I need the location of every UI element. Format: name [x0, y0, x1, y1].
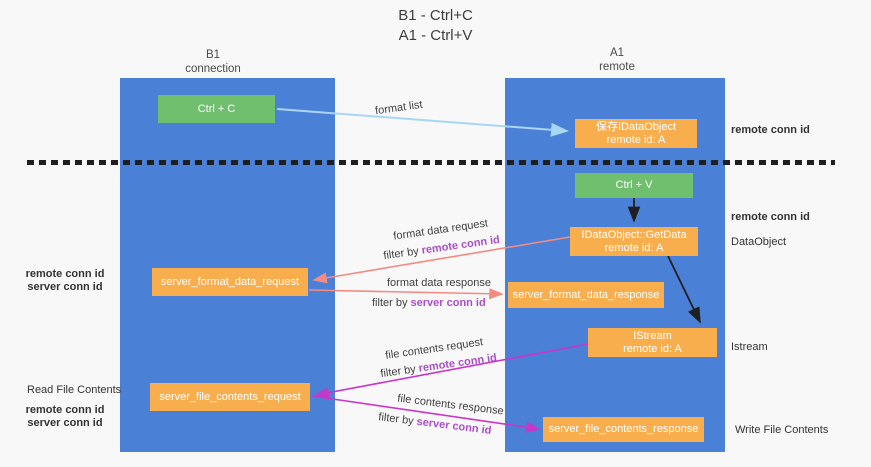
node-server-file-contents-response: server_file_contents_response [543, 417, 704, 442]
lifeline-b1-name: B1 [205, 49, 221, 61]
edge-label-format-list: format list [374, 99, 423, 118]
node-istream-line1: IStream [633, 329, 672, 342]
filter-by-text: filter by [382, 244, 423, 263]
format-data-response-text: format data response [387, 277, 491, 289]
filter-by-text: filter by [377, 411, 418, 428]
title-line-1: B1 - Ctrl+C [398, 7, 473, 24]
annotation-left-server-conn-id-2: server conn id [27, 417, 103, 429]
annotation-left-remote-conn-id-1: remote conn id [25, 268, 105, 280]
file-contents-response-text: file contents response [396, 392, 505, 418]
annotation-dataobject: DataObject [731, 236, 787, 248]
format-list-text: format list [374, 98, 424, 118]
annotation-conn-ids-left-bottom: remote conn id server conn id [14, 404, 116, 430]
edge-label-format-data-response: format data response [387, 277, 491, 289]
annotation-remote-conn-id-top: remote conn id [731, 124, 810, 136]
annotation-left-remote-conn-id-2: remote conn id [25, 404, 105, 416]
node-ctrl-v-label: Ctrl + V [615, 179, 653, 191]
arrow-format-data-response [308, 288, 504, 300]
annotation-left-server-conn-id-1: server conn id [27, 281, 103, 293]
node-format-response-label: server_format_data_response [512, 288, 660, 301]
node-save-idataobject: 保存IDataObject remote id: A [575, 119, 697, 148]
server-conn-id-text: server conn id [410, 297, 486, 309]
node-istream: IStream remote id: A [588, 328, 717, 357]
annotation-remote-conn-id-mid: remote conn id [731, 211, 810, 223]
node-save-idataobject-line1: 保存IDataObject [595, 120, 677, 133]
node-file-response-label: server_file_contents_response [548, 423, 699, 435]
node-server-file-contents-request: server_file_contents_request [150, 383, 310, 411]
node-getdata-line1: IDataObject::GetData [581, 228, 687, 241]
lifeline-header-b1: B1 connection [163, 48, 263, 76]
filter-by-text: filter by [379, 362, 420, 381]
node-file-request-label: server_file_contents_request [159, 390, 301, 403]
lifeline-header-a1: A1 remote [567, 46, 667, 74]
lifeline-a1-role: remote [599, 61, 635, 73]
edge-label-filter-server-1: filter by server conn id [372, 297, 486, 309]
node-idataobject-getdata: IDataObject::GetData remote id: A [570, 227, 698, 256]
node-ctrl-v: Ctrl + V [575, 173, 693, 198]
node-ctrl-c-label: Ctrl + C [197, 102, 236, 115]
annotation-istream: Istream [731, 341, 768, 353]
node-save-idataobject-line2: remote id: A [606, 133, 666, 146]
node-server-format-data-request: server_format_data_request [152, 268, 308, 296]
edge-label-file-contents-response: file contents response [397, 393, 505, 418]
node-ctrl-c: Ctrl + C [158, 95, 275, 123]
annotation-read-file-contents: Read File Contents [27, 384, 122, 396]
lifeline-a1-name: A1 [609, 47, 625, 59]
lifeline-b1-role: connection [185, 63, 241, 75]
node-format-request-label: server_format_data_request [160, 275, 300, 288]
server-conn-id-text: server conn id [415, 415, 493, 437]
annotation-write-file-contents: Write File Contents [735, 424, 829, 436]
edge-label-filter-server-2: filter by server conn id [378, 411, 492, 437]
title-line-2: A1 - Ctrl+V [398, 27, 473, 44]
diagram-title: B1 - Ctrl+C A1 - Ctrl+V [0, 6, 871, 46]
node-istream-line2: remote id: A [623, 342, 682, 355]
filter-by-text: filter by [372, 297, 411, 309]
node-getdata-line2: remote id: A [604, 241, 664, 254]
node-server-format-data-response: server_format_data_response [508, 282, 664, 308]
annotation-conn-ids-left-top: remote conn id server conn id [14, 268, 116, 294]
phase-separator-dashed-line [27, 160, 835, 165]
remote-conn-id-text: remote conn id [420, 233, 501, 257]
